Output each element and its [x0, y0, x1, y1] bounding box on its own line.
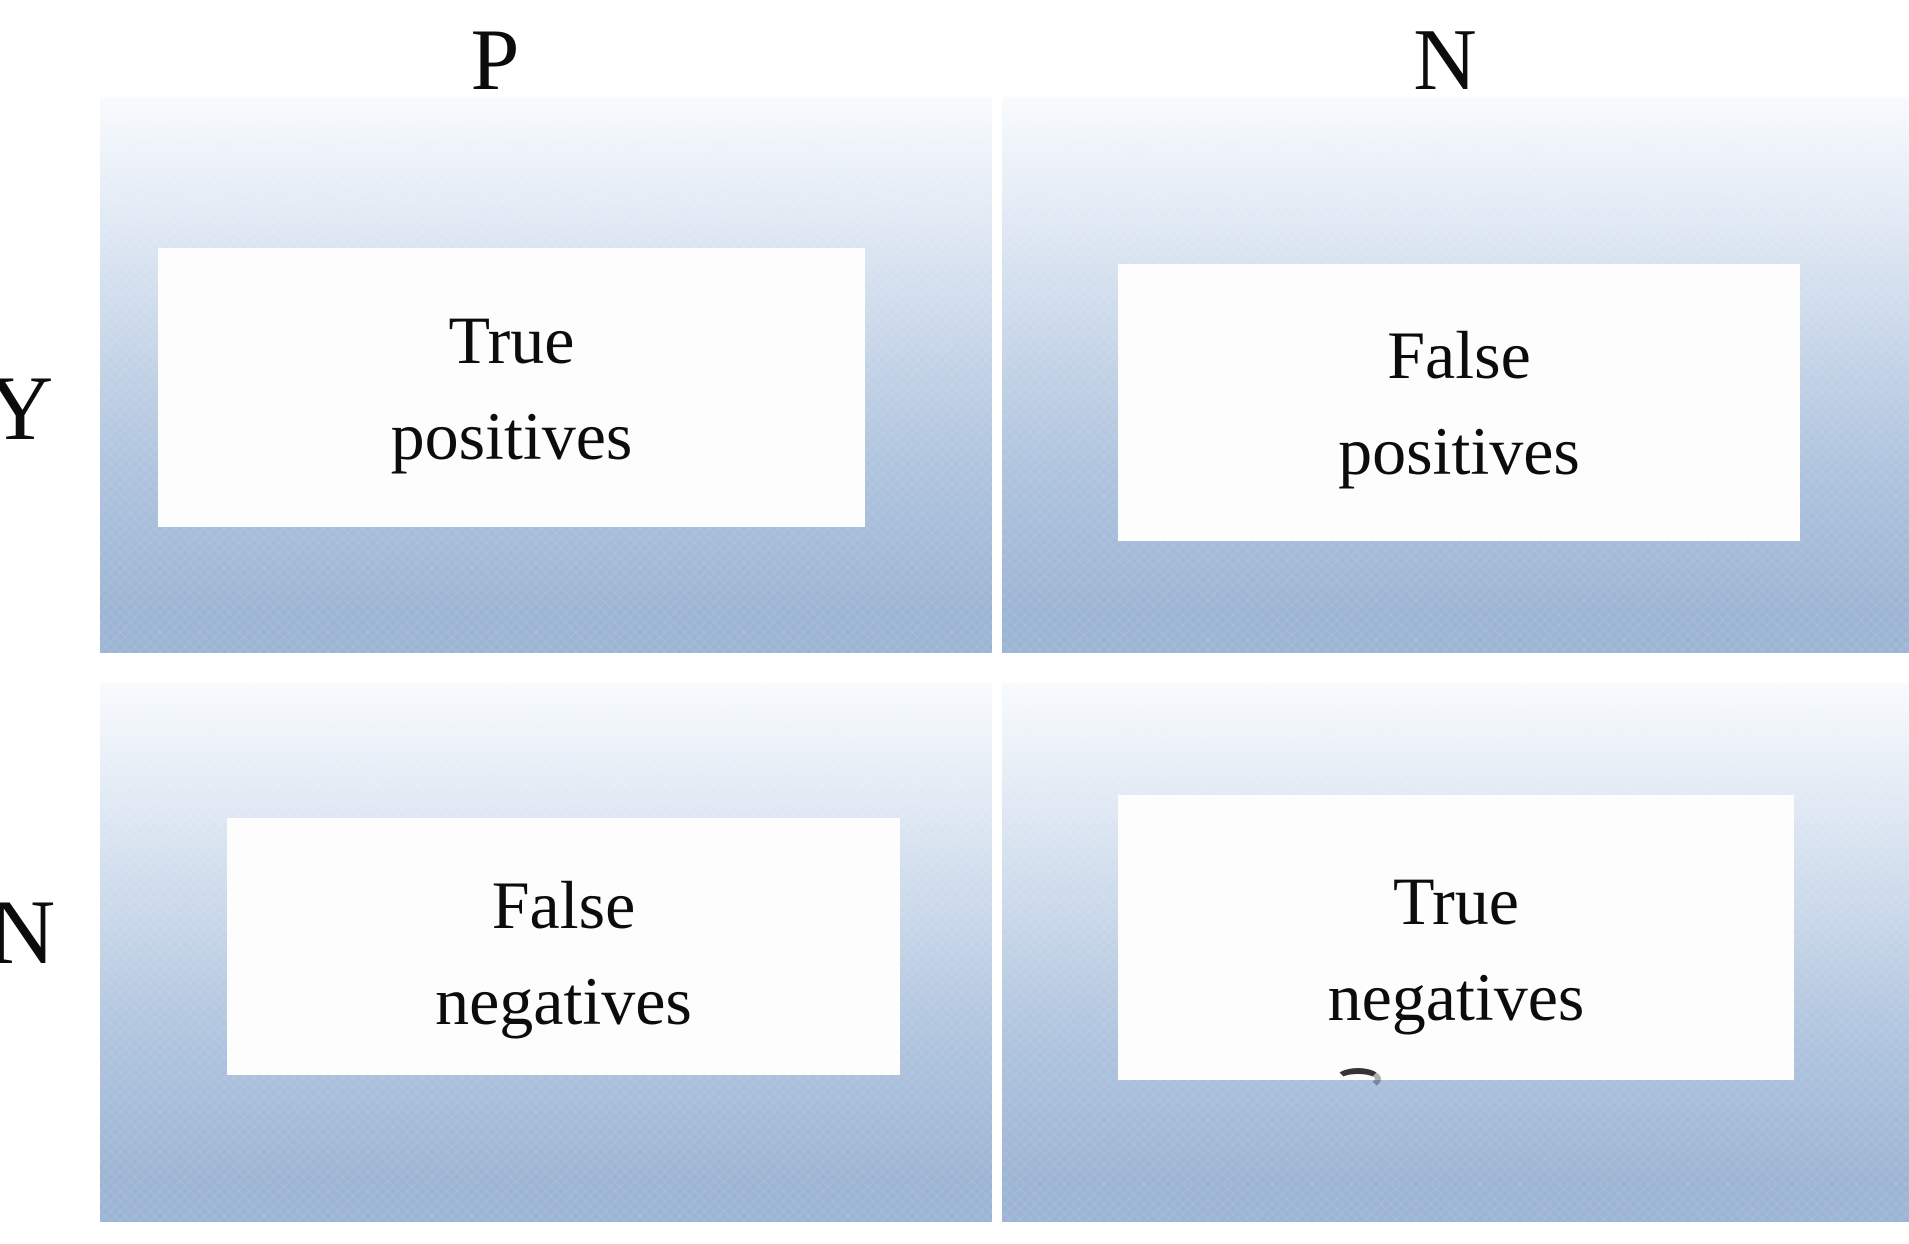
column-header-negative: N	[1413, 12, 1477, 109]
cell-label-line: True	[1393, 862, 1519, 939]
cell-label-line: negatives	[435, 962, 692, 1039]
cell-false-positives: False positives	[1118, 264, 1800, 541]
cell-label-line: True	[448, 301, 575, 378]
cell-true-negatives: True negatives	[1118, 795, 1794, 1080]
cell-label-line: False	[491, 866, 636, 943]
cell-label-line: False	[1387, 316, 1531, 393]
column-header-positive: P	[470, 12, 520, 109]
row-header-no: N	[0, 881, 56, 983]
row-header-yes: Y	[0, 357, 54, 459]
cell-label-line: positives	[390, 397, 633, 474]
cell-false-negatives: False negatives	[227, 818, 900, 1075]
ink-smudge-artifact	[1335, 1068, 1381, 1090]
cell-label-line: negatives	[1327, 958, 1585, 1035]
cell-true-positives: True positives	[158, 248, 865, 527]
cell-label-line: positives	[1338, 412, 1580, 489]
